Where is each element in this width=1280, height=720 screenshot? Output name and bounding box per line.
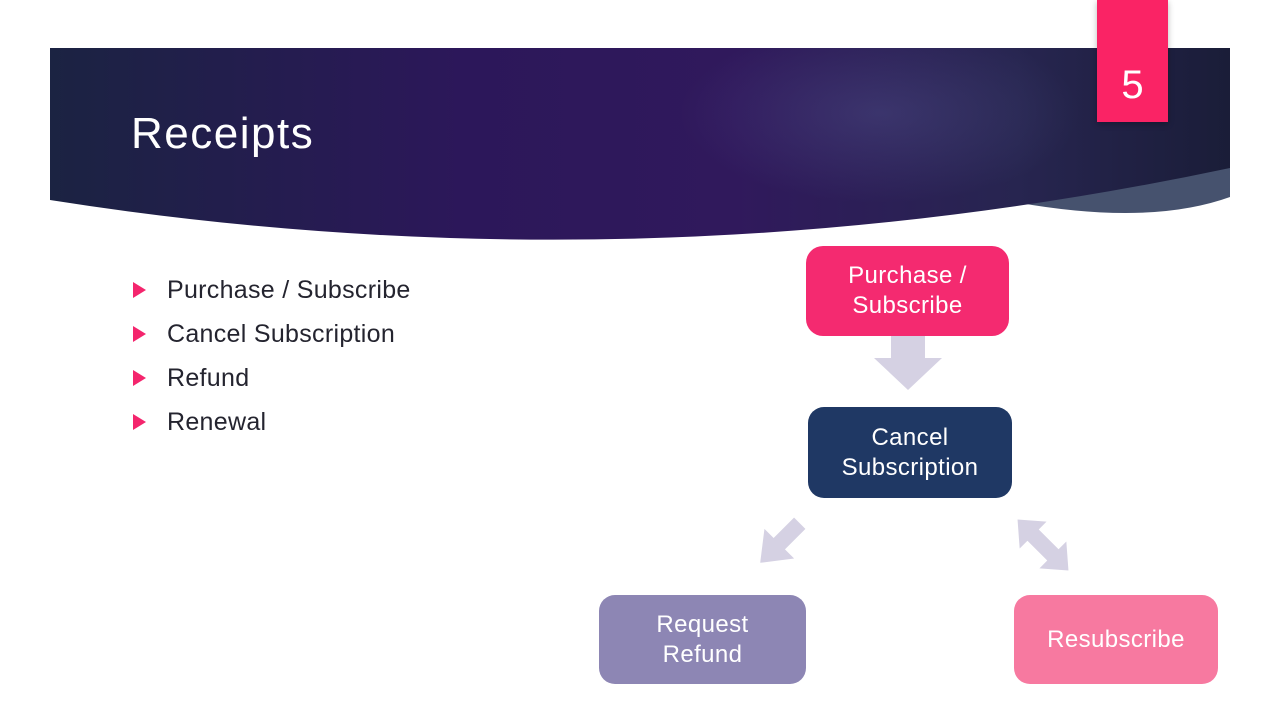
triangle-bullet-icon <box>133 326 146 342</box>
header-banner-shape <box>50 48 1230 240</box>
triangle-bullet-icon <box>133 370 146 386</box>
triangle-bullet-icon <box>133 282 146 298</box>
flow-node-request-refund: Request Refund <box>599 595 806 684</box>
header-banner: Receipts <box>50 48 1230 248</box>
arrow-down-connector <box>874 336 942 390</box>
triangle-bullet-icon <box>133 414 146 430</box>
banner-glow <box>680 48 1080 203</box>
bullet-list: Purchase / Subscribe Cancel Subscription… <box>133 275 411 453</box>
flow-node-purchase-subscribe: Purchase / Subscribe <box>806 246 1009 336</box>
bullet-label: Cancel Subscription <box>167 319 396 348</box>
arrow-double-connector <box>1004 506 1082 584</box>
flow-node-cancel-subscription: Cancel Subscription <box>808 407 1012 498</box>
flow-node-label: Purchase / Subscribe <box>848 262 967 319</box>
slide-title: Receipts <box>131 109 315 158</box>
list-item: Cancel Subscription <box>133 319 411 348</box>
flow-node-label: Request Refund <box>656 610 749 668</box>
arrow-down-left-connector <box>745 508 814 577</box>
flow-node-label: Cancel Subscription <box>841 423 979 481</box>
list-item: Refund <box>133 363 411 392</box>
down-arrow-icon <box>874 336 942 390</box>
page-number-badge: 5 <box>1097 0 1168 122</box>
page-number: 5 <box>1121 63 1144 107</box>
double-arrow-icon <box>1017 519 1069 571</box>
bullet-label: Refund <box>167 363 250 392</box>
down-left-arrow-icon <box>760 517 806 563</box>
list-item: Purchase / Subscribe <box>133 275 411 304</box>
bullet-label: Renewal <box>167 407 267 436</box>
list-item: Renewal <box>133 407 411 436</box>
bullet-label: Purchase / Subscribe <box>167 275 411 304</box>
flow-node-resubscribe: Resubscribe <box>1014 595 1218 684</box>
flow-node-label: Resubscribe <box>1047 625 1185 653</box>
